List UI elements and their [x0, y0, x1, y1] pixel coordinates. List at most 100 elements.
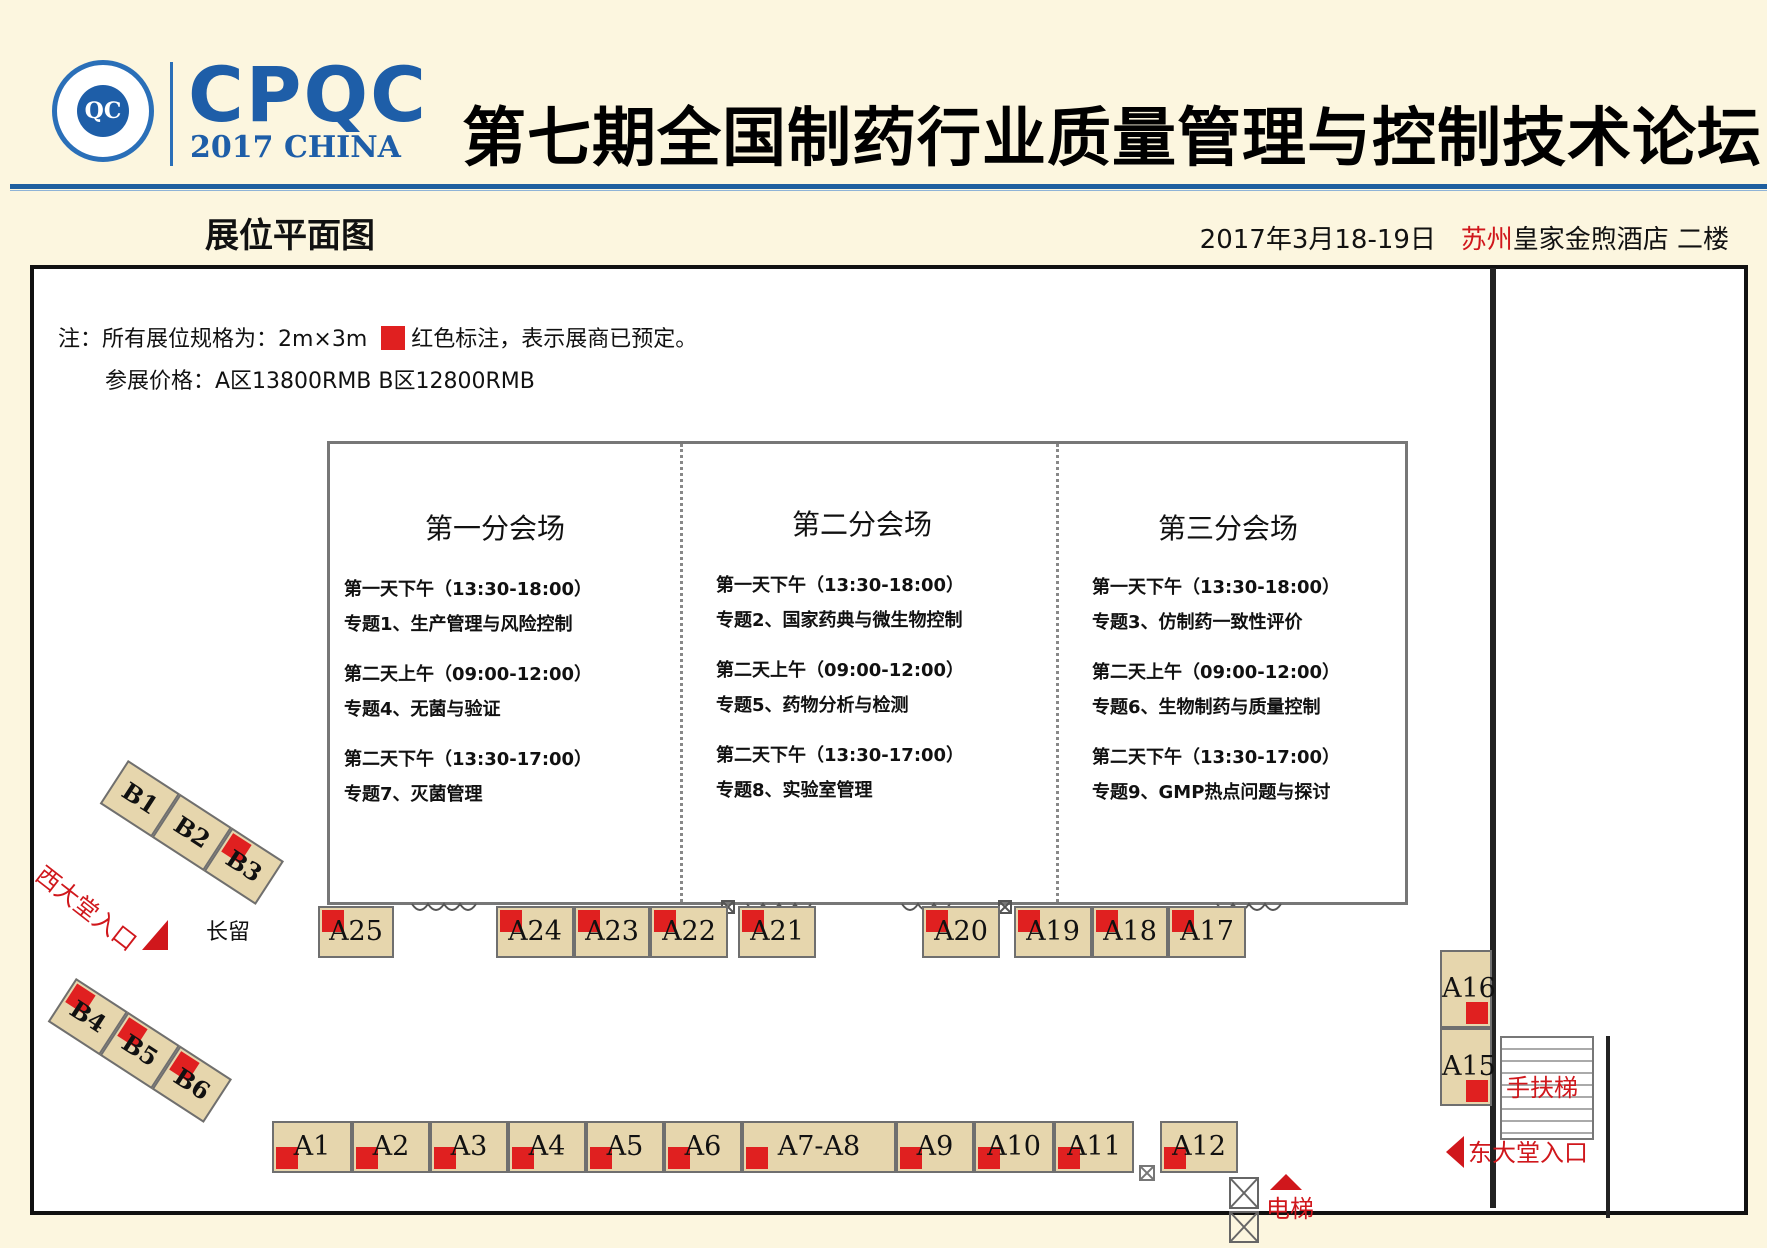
booth-a9-label: A9 [916, 1131, 954, 1162]
hall-3-title: 第三分会场 [1158, 512, 1299, 545]
booth-b3-label: B3 [220, 843, 268, 889]
brand-subtitle: 2017 CHINA [190, 130, 401, 165]
elevator-icon [1229, 1177, 1259, 1243]
elevator-label: 电梯 [1266, 1195, 1314, 1223]
booth-a7-a8[interactable]: A7-A8 [742, 1121, 896, 1173]
booth-a11[interactable]: A11 [1054, 1121, 1134, 1173]
booth-a25[interactable]: A25 [318, 906, 394, 958]
hall-3-session-3-time: 第二天下午（13:30-17:00） [1092, 747, 1341, 768]
hall-1: 第一分会场 第一天下午（13:30-18:00） 专题1、生产管理与风险控制 第… [330, 441, 680, 901]
booth-a21[interactable]: A21 [738, 906, 816, 958]
booth-a16-label: A16 [1442, 973, 1496, 1004]
event-date: 2017年3月18-19日 [1199, 225, 1436, 255]
booth-a16[interactable]: A16 [1440, 950, 1496, 1028]
reserved-legend-text: 红色标注，表示展商已预定。 [411, 327, 698, 352]
pillar-icon [1139, 1165, 1155, 1181]
hall-1-session-2-topic: 专题4、无菌与验证 [344, 699, 501, 720]
east-wall [1490, 268, 1496, 1208]
booth-a3[interactable]: A3 [430, 1121, 508, 1173]
booth-a22[interactable]: A22 [650, 906, 728, 958]
booth-a11-label: A11 [1067, 1131, 1121, 1162]
booth-b4-label: B4 [64, 994, 112, 1039]
booth-a18-label: A18 [1103, 916, 1157, 947]
east-entrance-arrow-icon [1446, 1136, 1464, 1168]
header-divider-thin [10, 190, 1767, 191]
booth-a10-label: A10 [987, 1131, 1041, 1162]
booth-a3-label: A3 [450, 1131, 488, 1162]
booth-a23[interactable]: A23 [574, 906, 650, 958]
booth-a12-label: A12 [1172, 1131, 1226, 1162]
booth-a24[interactable]: A24 [496, 906, 574, 958]
escalator-label: 手扶梯 [1506, 1074, 1578, 1102]
escalator-wall [1606, 1036, 1610, 1218]
spec-text: 注：所有展位规格为：2m×3m [58, 327, 368, 352]
booth-a15[interactable]: A15 [1440, 1028, 1496, 1106]
conference-halls [327, 441, 1408, 905]
hall-2-title: 第二分会场 [792, 508, 933, 541]
page-title: 第七期全国制药行业质量管理与控制技术论坛 [462, 102, 1762, 176]
hall-3-session-1-time: 第一天下午（13:30-18:00） [1092, 577, 1341, 598]
booth-a17-label: A17 [1180, 916, 1234, 947]
booth-a4-label: A4 [528, 1131, 566, 1162]
hall-1-title: 第一分会场 [425, 512, 566, 545]
booth-a19-label: A19 [1026, 916, 1080, 947]
hall-1-session-3-topic: 专题7、灭菌管理 [344, 784, 483, 805]
brand-name: CPQC [188, 50, 428, 139]
booth-a2-label: A2 [372, 1131, 410, 1162]
header-divider [10, 184, 1767, 189]
booth-a9[interactable]: A9 [896, 1121, 974, 1173]
booth-a19[interactable]: A19 [1014, 906, 1092, 958]
hall-2-session-3-topic: 专题8、实验室管理 [716, 780, 873, 801]
east-entrance-label: 东大堂入口 [1468, 1139, 1588, 1167]
floor-plan-label: 展位平面图 [205, 216, 375, 256]
hall-2-session-2-time: 第二天上午（09:00-12:00） [716, 660, 965, 681]
elevator-arrow-icon [1270, 1174, 1302, 1190]
qc-logo-icon: QC [77, 85, 129, 137]
booth-a23-label: A23 [585, 916, 639, 947]
booth-a2[interactable]: A2 [352, 1121, 430, 1173]
hall-1-session-1-time: 第一天下午（13:30-18:00） [344, 579, 593, 600]
booth-b6-label: B6 [168, 1061, 216, 1107]
booth-a12[interactable]: A12 [1160, 1121, 1238, 1173]
long-stay-label: 长留 [206, 920, 251, 945]
hall-3-session-1-topic: 专题3、仿制药一致性评价 [1092, 612, 1303, 633]
booth-a22-label: A22 [662, 916, 716, 947]
booth-price: 参展价格：A区13800RMB B区12800RMB [105, 369, 535, 394]
booth-a20[interactable]: A20 [922, 906, 1000, 958]
booth-b2-label: B2 [168, 809, 216, 855]
hall-3: 第三分会场 第一天下午（13:30-18:00） 专题3、仿制药一致性评价 第二… [1060, 441, 1405, 901]
booth-a17[interactable]: A17 [1168, 906, 1246, 958]
hall-2-session-1-time: 第一天下午（13:30-18:00） [716, 575, 965, 596]
hall-divider-2 [1056, 444, 1059, 902]
event-date-venue: 2017年3月18-19日 苏州皇家金煦酒店 二楼 [1200, 222, 1729, 258]
booth-a1[interactable]: A1 [272, 1121, 352, 1173]
event-venue: 皇家金煦酒店 二楼 [1512, 225, 1729, 255]
hall-1-session-1-topic: 专题1、生产管理与风险控制 [344, 614, 573, 635]
booth-a10[interactable]: A10 [974, 1121, 1054, 1173]
booth-a4[interactable]: A4 [508, 1121, 586, 1173]
west-entrance-arrow-icon [142, 920, 168, 950]
hall-1-session-3-time: 第二天下午（13:30-17:00） [344, 749, 593, 770]
hall-2-session-2-topic: 专题5、药物分析与检测 [716, 695, 909, 716]
booth-a1-label: A1 [293, 1131, 331, 1162]
hall-2-session-1-topic: 专题2、国家药典与微生物控制 [716, 610, 963, 631]
escalator [1500, 1036, 1594, 1140]
booth-a25-label: A25 [329, 916, 383, 947]
booth-a5[interactable]: A5 [586, 1121, 664, 1173]
booth-a15-label: A15 [1442, 1051, 1496, 1082]
reserved-legend-icon [381, 326, 406, 350]
hall-1-session-2-time: 第二天上午（09:00-12:00） [344, 664, 593, 685]
booth-b1-label: B1 [116, 776, 164, 821]
hall-3-session-3-topic: 专题9、GMP热点问题与探讨 [1092, 782, 1331, 803]
booth-a24-label: A24 [508, 916, 562, 947]
hall-divider-1 [680, 444, 683, 902]
booth-a6[interactable]: A6 [664, 1121, 742, 1173]
hall-3-session-2-time: 第二天上午（09:00-12:00） [1092, 662, 1341, 683]
booth-a18[interactable]: A18 [1092, 906, 1168, 958]
booth-a5-label: A5 [606, 1131, 644, 1162]
hall-3-session-2-topic: 专题6、生物制药与质量控制 [1092, 697, 1321, 718]
booth-a7-a8-label: A7-A8 [777, 1131, 861, 1162]
hall-2-session-3-time: 第二天下午（13:30-17:00） [716, 745, 965, 766]
booth-b5-label: B5 [116, 1027, 164, 1073]
booth-spec-note: 注：所有展位规格为：2m×3m 红色标注，表示展商已预定。 [58, 323, 697, 357]
